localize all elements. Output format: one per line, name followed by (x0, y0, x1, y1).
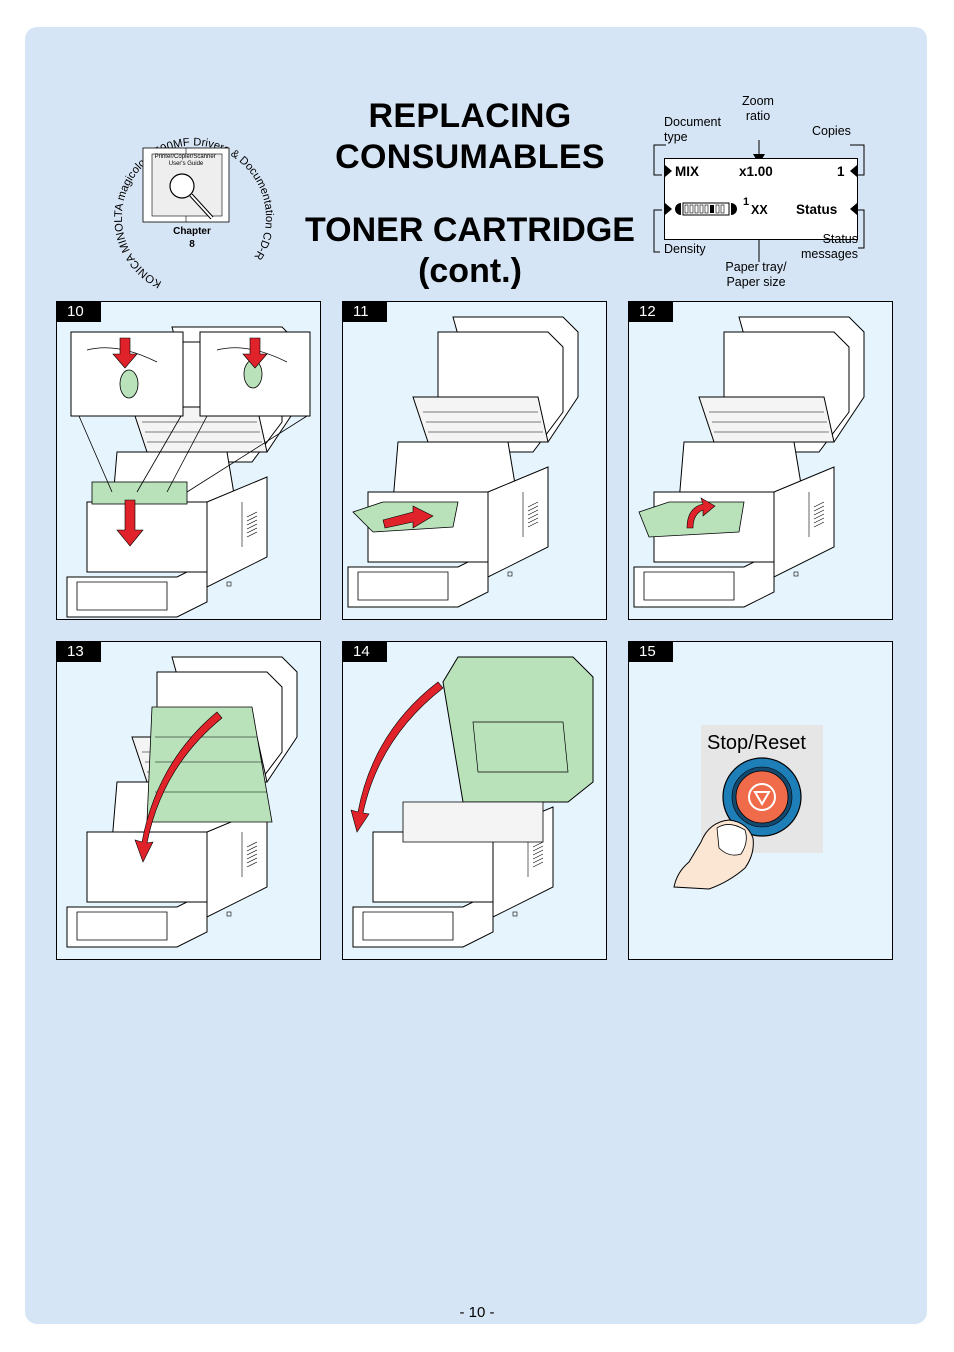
label-density: Density (664, 242, 706, 256)
arrow-close-scanner-icon (350, 681, 444, 833)
stop-icon (748, 783, 776, 811)
label-copies: Copies (812, 124, 851, 138)
step-12-panel: 12 (628, 301, 893, 620)
step-10-illustration (66, 326, 311, 618)
lcd-display-diagram: Zoom ratio Document type Copies MIX (650, 90, 880, 295)
step-15-illustration (673, 725, 823, 890)
step-14-number: 14 (343, 642, 387, 662)
step-15-panel: 15 Stop/Reset (628, 641, 893, 960)
lcd-zoom: x1.00 (739, 164, 773, 179)
page-number: - 10 - (459, 1304, 495, 1321)
label-status-messages: Status messages (801, 232, 858, 261)
book-icon (142, 147, 230, 223)
chapter-label: Chapter (173, 226, 211, 237)
title-line-2: CONSUMABLES (335, 138, 605, 176)
subtitle-line-1: TONER CARTRIDGE (305, 211, 635, 249)
book-title: Printer/Copier/Scanner User's Guide (155, 154, 218, 167)
lcd-tray: XX (751, 203, 768, 217)
arrow-close-icon (134, 711, 223, 863)
step-10-panel: 10 (56, 301, 321, 620)
step-11-number: 11 (343, 302, 387, 322)
step-12-illustration (633, 316, 865, 608)
lcd-screen: MIX x1.00 1 1 XX Status (664, 158, 858, 240)
step-14-illustration (350, 656, 594, 948)
step-13-illustration (66, 656, 298, 948)
manual-reference-logo: KONICA MINOLTA magicolor 2590MF Drivers … (95, 101, 280, 290)
title-line-1: REPLACING (368, 97, 572, 135)
label-zoom-ratio: Zoom ratio (742, 94, 774, 123)
arrow-down-icon (112, 337, 268, 547)
chapter-number: 8 (189, 239, 195, 250)
label-paper-tray-size: Paper tray/ Paper size (725, 260, 787, 289)
page-title: REPLACING CONSUMABLES (290, 96, 650, 178)
step-11-panel: 11 (342, 301, 607, 620)
step-15-number: 15 (629, 642, 673, 662)
subtitle-line-2: (cont.) (418, 252, 522, 290)
stop-reset-label: Stop/Reset (707, 732, 806, 754)
lcd-doc-type: MIX (675, 164, 700, 179)
lcd-tray-sup: 1 (743, 196, 750, 208)
step-12-number: 12 (629, 302, 673, 322)
step-13-number: 13 (57, 642, 101, 662)
page-subtitle: TONER CARTRIDGE (cont.) (290, 210, 650, 292)
label-document-type: Document type (664, 115, 721, 144)
density-bar-icon (675, 202, 737, 216)
step-10-number: 10 (57, 302, 101, 322)
lcd-copies: 1 (837, 164, 845, 179)
arrow-rotate-icon (686, 497, 716, 529)
lcd-status: Status (796, 202, 838, 217)
step-11-illustration (347, 316, 579, 608)
step-14-panel: 14 (342, 641, 607, 960)
arrow-right-icon (382, 505, 434, 529)
step-13-panel: 13 (56, 641, 321, 960)
